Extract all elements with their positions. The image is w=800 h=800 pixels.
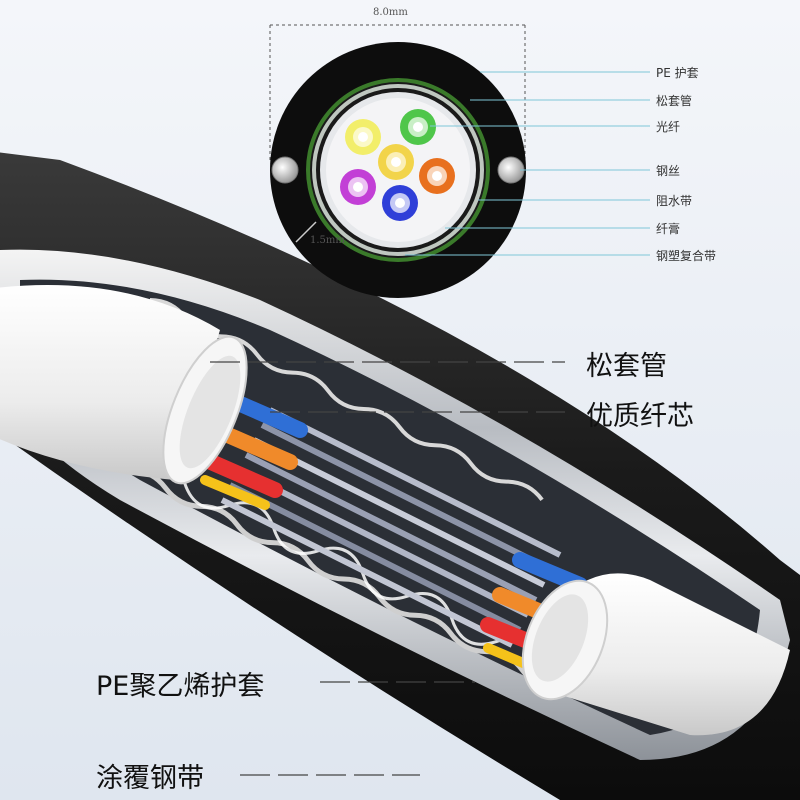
cs-fibers: [340, 109, 455, 221]
loose-tube-left: [0, 285, 248, 485]
cs-leader-lines: [405, 71, 650, 256]
cs-fiber-yellow-light: [345, 119, 381, 155]
cs-label-steel-wire: 钢丝: [656, 164, 680, 178]
cs-fiber-green: [400, 109, 436, 145]
loose-tube-right: [521, 573, 790, 736]
callout-leaders: [210, 361, 565, 776]
callout-fiber-core: 优质纤芯: [586, 401, 694, 432]
dimension-side-label: 1.5mm: [310, 235, 345, 246]
cable-body: [0, 152, 800, 800]
callout-coated-steel-tape: 涂覆钢带: [96, 763, 204, 794]
cross-section: 8.0mm: [269, 7, 716, 298]
cs-fiber-orange: [419, 158, 455, 194]
callout-pe-sheath: PE聚乙烯护套: [96, 671, 265, 702]
callout-loose-tube: 松套管: [586, 351, 667, 382]
cs-water-block-tape: [312, 84, 484, 256]
cs-label-steel-plastic-tape: 钢塑复合带: [656, 248, 716, 263]
fiber-bundle: [220, 407, 562, 648]
dimension-top-label: 8.0mm: [373, 7, 408, 18]
cs-fiber-yellow: [378, 144, 414, 180]
cs-fiber-blue: [382, 185, 418, 221]
cs-label-fiber: 光纤: [656, 120, 680, 134]
cs-label-water-block-tape: 阻水带: [656, 194, 692, 208]
cs-steel-wire-left: [271, 156, 299, 184]
dimension-side-arrow: [295, 221, 317, 243]
cs-label-pe-sheath: PE 护套: [656, 66, 699, 80]
cs-fiber-purple: [340, 169, 376, 205]
cs-label-fiber-gel: 纤膏: [656, 221, 680, 236]
cs-label-loose-tube: 松套管: [656, 93, 692, 108]
